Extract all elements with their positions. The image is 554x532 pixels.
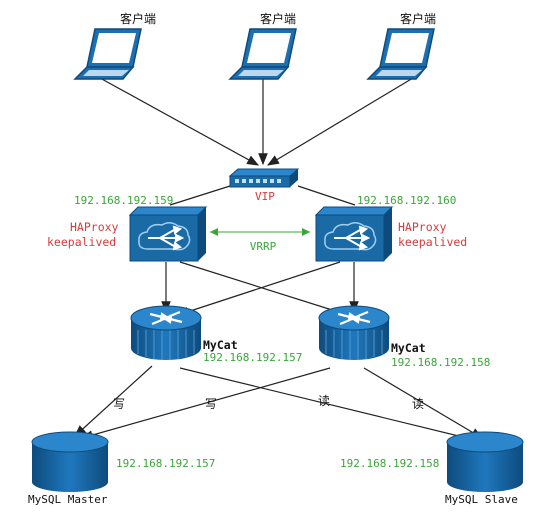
haproxy-1-name: HAProxy: [70, 220, 119, 234]
mysql-master: 192.168.192.157 MySQL Master: [28, 431, 215, 506]
connector-lines: [74, 77, 484, 443]
haproxy-1-ip: 192.168.192.159: [74, 194, 173, 207]
edge-switch-hap1: [169, 185, 231, 206]
vrrp-link: VRRP: [210, 228, 310, 253]
mysql-slave-name: MySQL Slave: [445, 493, 518, 506]
edge-client1-switch: [99, 77, 260, 166]
edge-hap1-mycat2: [179, 261, 350, 317]
edge-label-read-1: 读: [318, 394, 330, 408]
laptop-icon: [74, 28, 142, 80]
client-1: 客户端: [74, 11, 156, 80]
mysql-master-ip: 192.168.192.157: [116, 457, 215, 470]
database-icon: [31, 431, 109, 493]
edge-hap2-mycat1: [176, 261, 341, 317]
mysql-slave: 192.168.192.158 MySQL Slave: [340, 431, 524, 506]
edge-client3-switch: [266, 77, 414, 166]
edge-label-write-1: 写: [113, 397, 125, 411]
edge-mycat1-master: [74, 365, 153, 437]
switch: VIP: [228, 168, 300, 203]
mysql-master-name: MySQL Master: [28, 493, 108, 506]
load-balancer-icon: [129, 206, 207, 262]
edge-mycat2-master: [80, 367, 331, 440]
mycat-node-1: MyCat 192.168.192.157: [129, 304, 302, 364]
client-3-label: 客户端: [400, 11, 436, 26]
edge-switch-hap2: [297, 185, 356, 206]
router-icon: [317, 304, 391, 362]
router-icon: [129, 304, 203, 362]
mycat-node-2: MyCat 192.168.192.158: [317, 304, 490, 369]
load-balancer-icon: [315, 206, 393, 262]
client-2-label: 客户端: [260, 11, 296, 26]
mycat-1-name: MyCat: [203, 338, 238, 352]
haproxy-2-ip: 192.168.192.160: [357, 194, 456, 207]
vip-label: VIP: [255, 190, 275, 203]
mycat-2-name: MyCat: [391, 341, 426, 355]
client-1-label: 客户端: [120, 11, 156, 26]
edge-mycat2-slave: [363, 367, 484, 439]
switch-icon: [228, 168, 300, 177]
mysql-slave-ip: 192.168.192.158: [340, 457, 439, 470]
edge-label-write-2: 写: [205, 397, 217, 411]
haproxy-node-2: 192.168.192.160 HAProxy keepalived: [315, 194, 467, 262]
laptop-icon: [229, 28, 297, 80]
edge-label-read-2: 读: [412, 397, 424, 411]
client-2: 客户端: [229, 11, 297, 80]
haproxy-2-name: HAProxy: [398, 220, 447, 234]
database-icon: [446, 431, 524, 493]
laptop-icon: [367, 28, 435, 80]
mycat-1-ip: 192.168.192.157: [203, 351, 302, 364]
mycat-2-ip: 192.168.192.158: [391, 356, 490, 369]
client-3: 客户端: [367, 11, 436, 80]
edge-mycat1-slave: [179, 367, 477, 443]
haproxy-2-keepalived: keepalived: [398, 235, 467, 249]
haproxy-1-keepalived: keepalived: [47, 235, 116, 249]
vrrp-label: VRRP: [250, 240, 277, 253]
haproxy-node-1: 192.168.192.159 HAProxy keepalived: [47, 194, 207, 262]
